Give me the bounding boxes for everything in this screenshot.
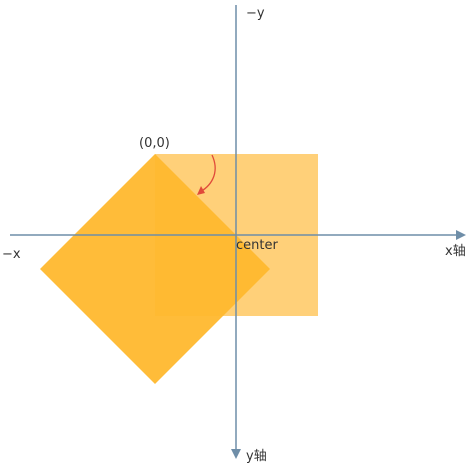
y-axis-arrowhead: [231, 449, 241, 459]
rotation-arrow: [199, 154, 216, 193]
rotation-arrowhead-icon: [197, 186, 205, 195]
rotated-rectangle: [40, 154, 270, 384]
neg-x-label: −x: [2, 247, 21, 262]
x-axis-arrowhead: [456, 230, 466, 240]
neg-y-label: −y: [246, 6, 265, 21]
origin-label: (0,0): [139, 136, 170, 151]
y-axis-label: y轴: [246, 449, 267, 464]
x-axis-label: x轴: [445, 244, 466, 259]
center-label: center: [236, 238, 278, 253]
